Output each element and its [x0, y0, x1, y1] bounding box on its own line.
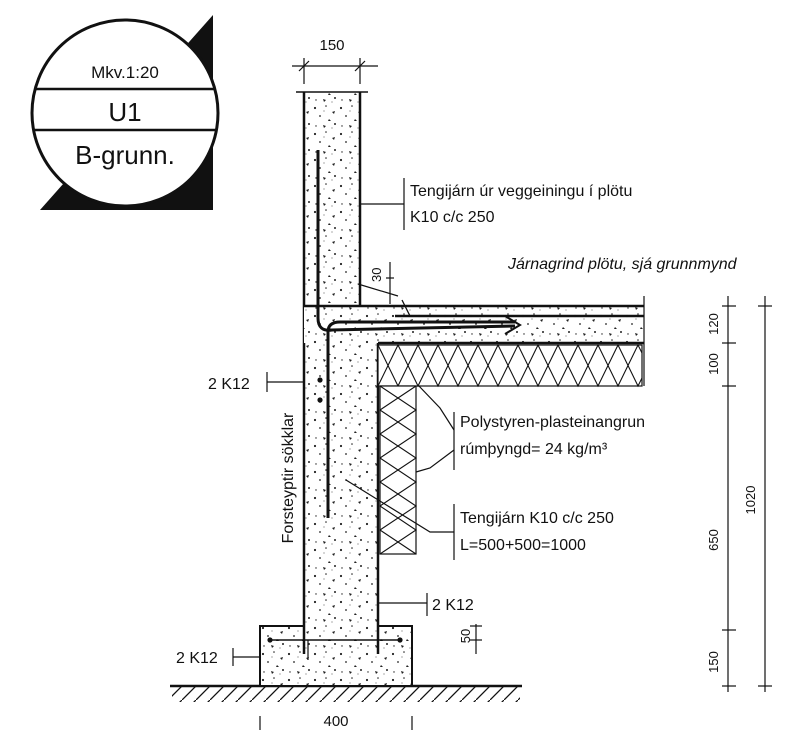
reinforcement: [267, 150, 644, 660]
title-circle: [30, 18, 220, 208]
dimensions: [259, 58, 772, 730]
scale-label: Mkv.1:20: [91, 63, 159, 82]
label-rebar-mid: 2 K12: [432, 597, 474, 614]
leader-lines: [232, 178, 455, 666]
dim-total-height: 1020: [743, 486, 758, 515]
detail-reference: B-grunn.: [75, 140, 175, 170]
dim-footing-height: 150: [706, 651, 721, 673]
dim-plinth-height: 650: [706, 529, 721, 551]
dim-top-gap: 30: [369, 268, 384, 282]
dim-slab-thickness: 120: [706, 313, 721, 335]
insulation: [377, 343, 643, 555]
label-tie-bars: Tengijárn K10 c/c 250: [460, 510, 614, 527]
dim-footing-offset: 50: [458, 629, 473, 643]
detail-id: U1: [108, 97, 141, 127]
floor-slab: [304, 296, 645, 386]
ground: [170, 684, 522, 702]
label-slab-rebar: Járnagrind plötu, sjá grunnmynd: [507, 256, 738, 273]
title-block: Mkv.1:20 U1 B-grunn.: [30, 15, 220, 210]
label-rebar-footing: 2 K12: [176, 650, 218, 667]
label-rebar-upper: 2 K12: [208, 376, 250, 393]
label-tie-bars-length: L=500+500=1000: [460, 537, 586, 554]
label-tie-bars-wall-spec: K10 c/c 250: [410, 209, 495, 226]
label-plinth: Forsteyptir sökklar: [280, 412, 297, 543]
dim-wall-thickness: 150: [319, 37, 344, 54]
dim-insulation-thickness: 100: [706, 353, 721, 375]
dim-footing-width: 400: [323, 713, 348, 730]
wall: [296, 91, 380, 654]
label-insulation-density: rúmþyngd= 24 kg/m³: [460, 441, 608, 458]
label-tie-bars-wall: Tengijárn úr veggeiningu í plötu: [410, 183, 632, 200]
annotations: Tengijárn úr veggeiningu í plötu K10 c/c…: [176, 183, 738, 667]
label-insulation: Polystyren-plasteinangrun: [460, 414, 645, 431]
dimension-labels: 150 30 120 100 650 150 1020 50 400: [319, 37, 758, 730]
